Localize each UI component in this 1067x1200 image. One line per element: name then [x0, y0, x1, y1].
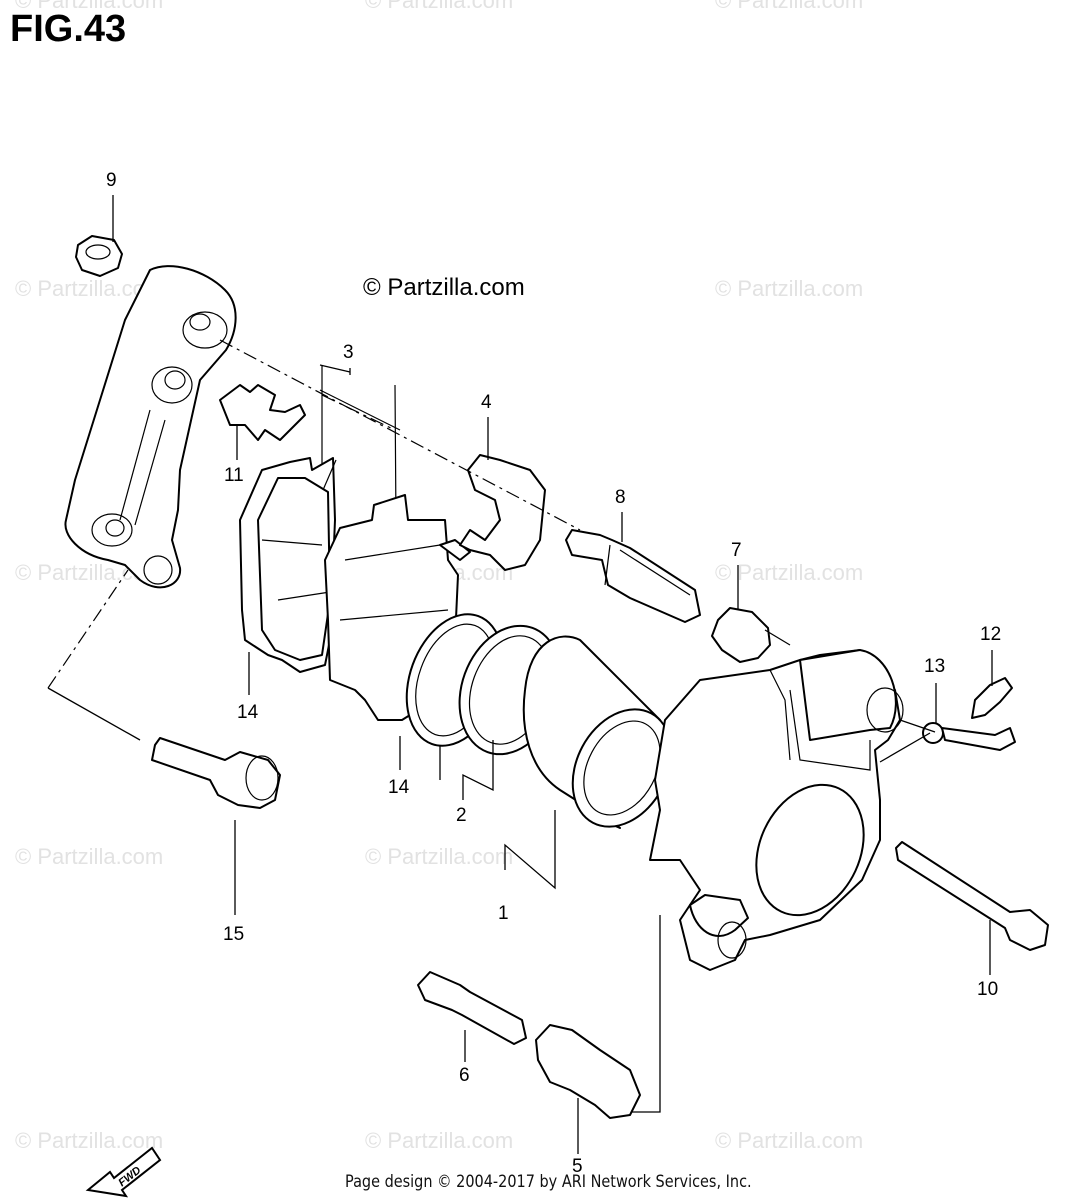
part-nut[interactable] — [75, 235, 123, 277]
part-mounting-bolt[interactable] — [151, 737, 281, 809]
callout-11: 11 — [224, 465, 244, 486]
callout-15: 15 — [223, 924, 244, 945]
watermark: © Partzilla.com — [715, 0, 863, 13]
footer-text: Page design © 2004-2017 by ARI Network S… — [345, 1172, 752, 1192]
part-pad-spring-2[interactable] — [459, 454, 546, 571]
callout-14b: 14 — [388, 777, 410, 798]
fwd-arrow-icon: FWD — [85, 1146, 162, 1198]
callout-9: 9 — [106, 170, 117, 191]
callout-3: 3 — [343, 342, 354, 363]
watermark: © Partzilla.com — [365, 0, 513, 13]
part-piston[interactable] — [522, 635, 691, 844]
callout-labels: 9 3 4 11 8 7 12 13 14 14 2 1 15 10 6 5 — [106, 170, 1001, 1177]
watermark: © Partzilla.com — [365, 844, 513, 869]
part-caliper-body[interactable] — [649, 649, 904, 971]
watermark: © Partzilla.com — [15, 0, 163, 13]
part-boot[interactable] — [711, 607, 791, 663]
part-bleeder-cap[interactable] — [922, 722, 1016, 751]
part-long-bolt[interactable] — [895, 841, 1049, 951]
callout-13: 13 — [924, 656, 945, 677]
part-pad-spring[interactable] — [219, 384, 306, 441]
callout-8: 8 — [615, 487, 626, 508]
watermark: © Partzilla.com — [365, 1128, 513, 1153]
callout-7: 7 — [731, 540, 742, 561]
leader-lines — [47, 195, 993, 1154]
callout-2: 2 — [456, 805, 467, 826]
watermark: © Partzilla.com — [715, 560, 863, 585]
part-slide-pin-2[interactable] — [417, 971, 527, 1045]
part-slide-pin[interactable] — [565, 529, 701, 623]
callout-12: 12 — [980, 624, 1001, 645]
part-brake-pad-outer[interactable] — [239, 457, 336, 673]
figure-title: FIG.43 — [10, 8, 127, 50]
copyright-notice: © Partzilla.com — [363, 274, 525, 301]
part-pin-boot[interactable] — [535, 1024, 641, 1119]
watermark: © Partzilla.com — [15, 1128, 163, 1153]
callout-10: 10 — [977, 979, 998, 1000]
callout-14a: 14 — [237, 702, 259, 723]
part-bracket[interactable] — [64, 265, 237, 589]
callout-6: 6 — [459, 1065, 470, 1086]
watermark: © Partzilla.com — [715, 1128, 863, 1153]
watermark: © Partzilla.com — [715, 276, 863, 301]
callout-1: 1 — [498, 903, 509, 924]
watermarks: © Partzilla.com © Partzilla.com © Partzi… — [15, 0, 863, 1153]
callout-5: 5 — [572, 1156, 583, 1177]
watermark: © Partzilla.com — [15, 844, 163, 869]
callout-4: 4 — [481, 392, 492, 413]
